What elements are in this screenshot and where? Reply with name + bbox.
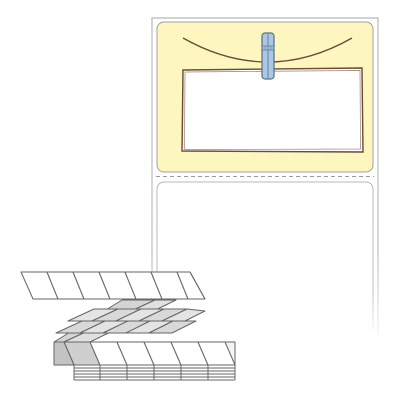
clothespin-icon [261, 32, 275, 80]
hanging-card-illustration [181, 67, 364, 153]
label-liner [151, 17, 379, 335]
fanfold-middle-strip [53, 299, 206, 366]
top-label [156, 21, 374, 173]
fanfold-stack-top [63, 341, 236, 366]
fanfold-label-stack-icon [20, 271, 236, 381]
fanfold-top-strip [20, 271, 206, 300]
bottom-blank-label [156, 181, 374, 330]
